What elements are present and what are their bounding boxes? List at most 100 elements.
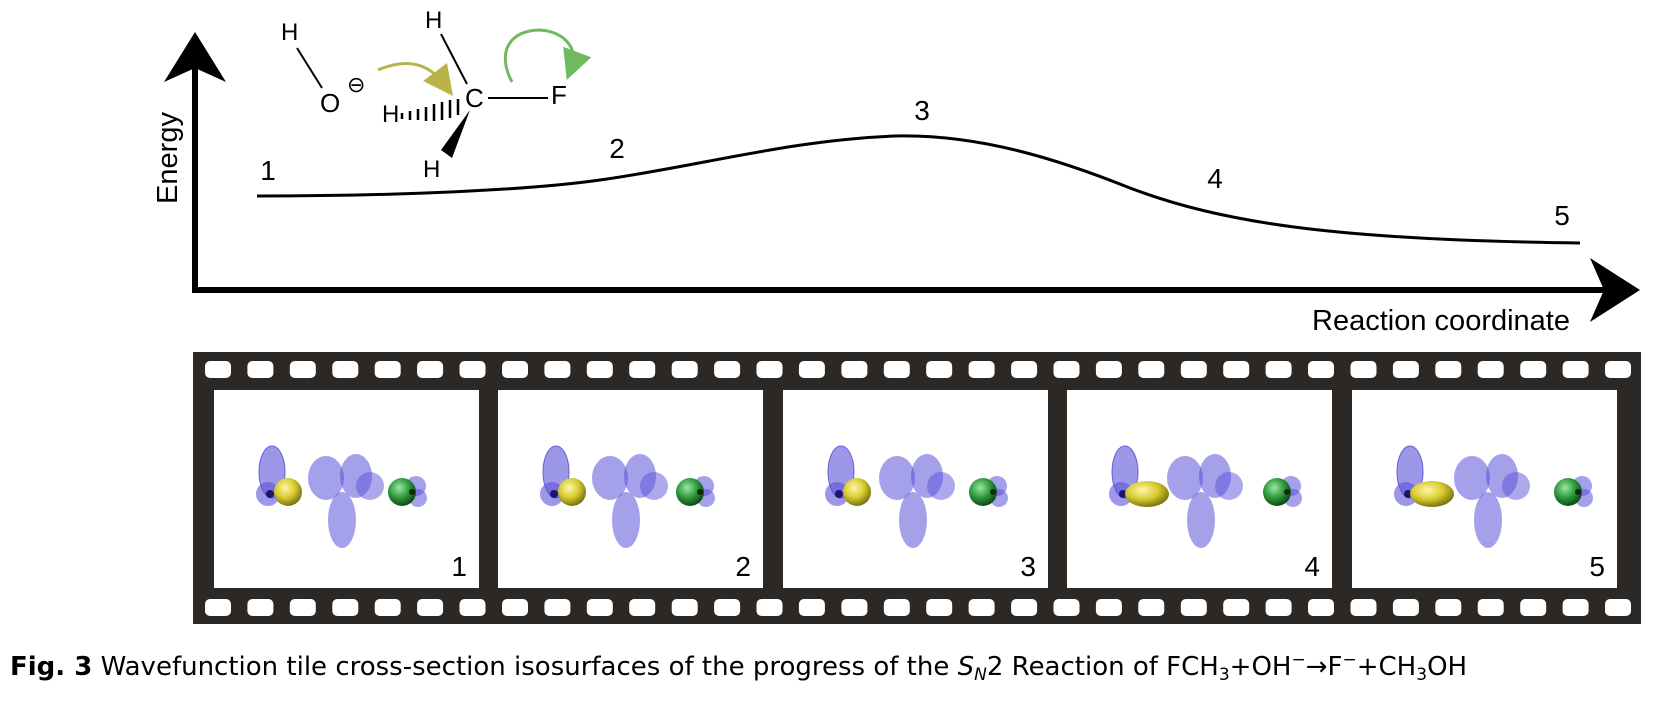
atom-h-left: H (382, 101, 399, 128)
sprocket-hole (332, 599, 359, 616)
frame-label: 4 (1304, 551, 1320, 582)
sprocket-hole (1053, 599, 1080, 616)
film-sprocket-holes (205, 361, 1631, 616)
sprocket-hole (205, 361, 231, 378)
sprocket-hole (1308, 599, 1334, 616)
sprocket-hole (1011, 361, 1038, 378)
x-axis-label: Reaction coordinate (1312, 305, 1570, 337)
nucleophile-arrow (377, 62, 454, 96)
caption-sub-3a: 3 (1218, 665, 1230, 685)
curve-point-label-1: 1 (260, 155, 276, 186)
solid-wedge-bond (441, 110, 470, 158)
sprocket-hole (1435, 599, 1462, 616)
sprocket-hole (1011, 599, 1038, 616)
sprocket-hole (1350, 361, 1377, 378)
sprocket-hole (586, 361, 613, 378)
sprocket-hole (417, 361, 444, 378)
atom-f: F (551, 80, 567, 110)
sprocket-hole (671, 599, 698, 616)
sprocket-hole (798, 599, 825, 616)
sprocket-hole (1562, 361, 1589, 378)
frame-label: 2 (735, 551, 751, 582)
caption-reaction-d: +CH (1356, 652, 1417, 682)
sprocket-hole (289, 361, 316, 378)
sprocket-hole (1605, 361, 1631, 378)
frame-label: 5 (1589, 551, 1605, 582)
sprocket-hole (1435, 361, 1462, 378)
sprocket-hole (1392, 361, 1419, 378)
caption-sub-3b: 3 (1416, 665, 1428, 685)
caption-reaction-a: 2 Reaction of FCH (986, 652, 1219, 682)
caption-sn-subscript: N (974, 665, 987, 685)
sprocket-hole (459, 599, 486, 616)
atom-c: C (465, 83, 484, 113)
sprocket-hole (1223, 361, 1250, 378)
x-axis-arrowhead (1590, 258, 1640, 322)
sprocket-hole (1308, 361, 1334, 378)
caption-reaction-e: OH (1427, 652, 1468, 682)
leaving-group-arrow (503, 28, 592, 83)
sprocket-hole (586, 599, 613, 616)
sprocket-hole (332, 361, 359, 378)
sprocket-hole (968, 599, 995, 616)
sprocket-hole (1265, 599, 1292, 616)
sprocket-hole (926, 599, 953, 616)
sprocket-hole (1180, 361, 1207, 378)
caption-sup-minus-a: − (1291, 650, 1306, 670)
sprocket-hole (289, 599, 316, 616)
caption-sn: S (957, 652, 975, 682)
caption-reaction-b: +OH (1229, 652, 1292, 682)
sprocket-hole (374, 599, 401, 616)
charge-symbol: ⊖ (347, 72, 365, 97)
frame-label: 1 (451, 551, 467, 582)
curve-point-label-4: 4 (1207, 163, 1223, 194)
sprocket-hole (756, 361, 783, 378)
sprocket-hole (1520, 599, 1547, 616)
sprocket-hole (629, 361, 656, 378)
hashed-wedge-bond (400, 99, 460, 121)
molecule-isosurface (256, 445, 427, 548)
film-frames: 1 2 3 4 5 (214, 390, 1617, 588)
curve-point-label-2: 2 (609, 133, 625, 164)
curve-point-label-3: 3 (914, 95, 930, 126)
caption-text: Wavefunction tile cross-section isosurfa… (92, 652, 958, 682)
sprocket-hole (1095, 361, 1122, 378)
y-axis-arrowhead (164, 32, 226, 82)
sprocket-hole (1180, 599, 1207, 616)
film-frame: 1 (214, 390, 479, 588)
sprocket-hole (502, 361, 528, 378)
sprocket-hole (714, 599, 741, 616)
sprocket-hole (544, 361, 571, 378)
caption-sup-minus-b: − (1342, 650, 1357, 670)
film-frame: 3 (783, 390, 1048, 588)
sprocket-hole (1138, 361, 1165, 378)
sprocket-hole (417, 599, 444, 616)
bond-h-o (296, 47, 323, 89)
sprocket-hole (756, 599, 783, 616)
sprocket-hole (205, 599, 231, 616)
sprocket-hole (841, 599, 868, 616)
sprocket-hole (459, 361, 486, 378)
energy-curve (256, 134, 1581, 245)
sprocket-hole (1520, 361, 1547, 378)
sprocket-hole (502, 599, 528, 616)
sprocket-hole (926, 361, 953, 378)
sprocket-hole (968, 361, 995, 378)
molecule-isosurface (540, 445, 715, 548)
sprocket-hole (1605, 599, 1631, 616)
sprocket-hole (247, 599, 274, 616)
frame-label: 3 (1020, 551, 1036, 582)
atom-o: O (320, 88, 340, 118)
sprocket-hole (883, 361, 910, 378)
molecule-isosurface (825, 445, 1008, 548)
film-frame: 2 (498, 390, 763, 588)
film-frame: 5 (1352, 390, 1617, 588)
sprocket-hole (714, 361, 741, 378)
sprocket-hole (374, 361, 401, 378)
molecule-isosurface (1394, 445, 1593, 548)
atom-h-hydroxyl: H (281, 19, 298, 46)
figure-caption: Fig. 3 Wavefunction tile cross-section i… (10, 650, 1650, 685)
sprocket-hole (841, 361, 868, 378)
sprocket-hole (1138, 599, 1165, 616)
